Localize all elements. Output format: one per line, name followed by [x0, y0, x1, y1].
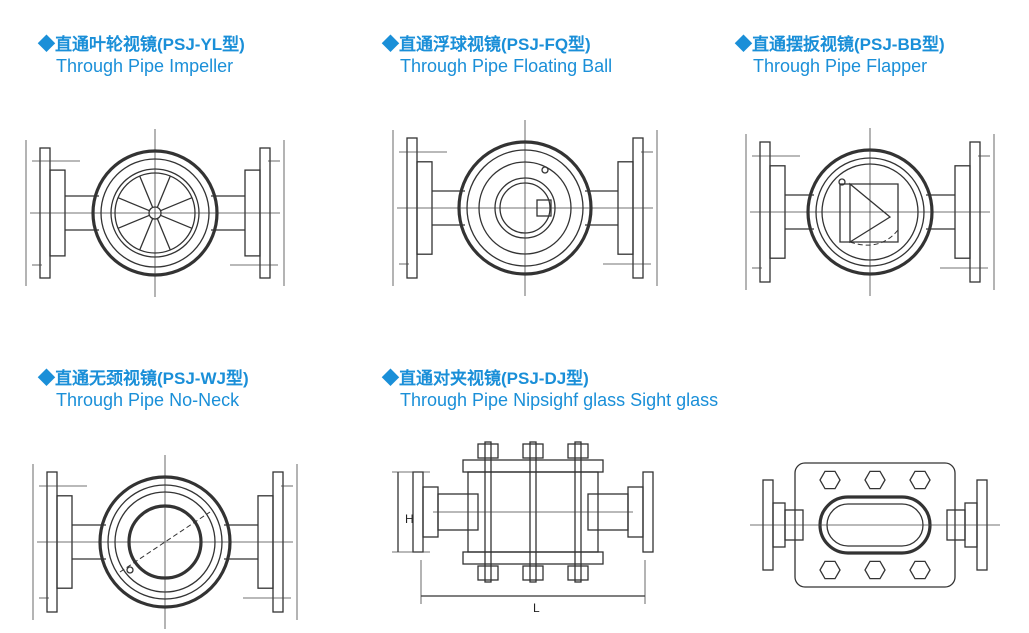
flapper — [849, 182, 892, 244]
hex-bolt — [819, 560, 841, 580]
diagonal-centerline — [119, 511, 211, 573]
hex-bolt — [819, 470, 841, 490]
glass — [494, 177, 556, 239]
window-ring — [114, 491, 216, 593]
body-ring-inner — [815, 157, 925, 267]
caption-no-neck: ◆直通无颈视镜(PSJ-WJ型) Through Pipe No-Neck — [38, 369, 249, 411]
window-ring — [821, 163, 919, 261]
floating-ball-sight-glass-drawing — [392, 120, 658, 296]
caption-en: Through Pipe Flapper — [753, 56, 928, 76]
nut — [477, 443, 499, 459]
body-ring-outer — [98, 475, 232, 609]
ball — [499, 182, 551, 234]
flange — [642, 471, 654, 553]
nut — [567, 443, 589, 459]
bottom-plate — [462, 551, 604, 565]
body-ring-inner — [100, 158, 210, 268]
impeller-blade — [160, 197, 193, 212]
glass — [127, 504, 203, 580]
top-plate — [462, 459, 604, 473]
flapper-swing-path — [849, 229, 899, 246]
impeller-sight-glass-drawing — [25, 129, 285, 297]
impeller-hub — [148, 206, 162, 220]
clamp-sight-glass-front-drawing — [750, 462, 1000, 588]
nut — [522, 443, 544, 459]
nut — [477, 565, 499, 581]
bolt — [126, 566, 134, 574]
caption-zh: ◆直通无颈视镜(PSJ-WJ型) — [38, 369, 249, 388]
caption-clamp: ◆直通对夹视镜(PSJ-DJ型) Through Pipe Nipsighf g… — [382, 369, 718, 411]
body-ring-inner — [466, 149, 584, 267]
impeller-blade — [117, 197, 150, 212]
caption-en: Through Pipe Impeller — [56, 56, 234, 76]
impeller-blade — [139, 218, 154, 251]
length-dimension-label: L — [533, 601, 540, 615]
flapper-housing — [839, 183, 899, 243]
caption-impeller: ◆直通叶轮视镜(PSJ-YL型) Through Pipe Impeller — [38, 35, 245, 77]
body-ring-outer — [91, 149, 219, 277]
clamp-sight-glass-side-drawing: H L — [392, 441, 654, 615]
caption-zh: ◆直通浮球视镜(PSJ-FQ型) — [382, 35, 591, 54]
height-dimension-label: H — [405, 512, 414, 526]
hex-bolt — [864, 560, 886, 580]
impeller-blade — [139, 175, 154, 208]
body-ring-outer — [806, 148, 934, 276]
bolt — [838, 178, 846, 186]
hex-bolt — [909, 470, 931, 490]
caption-floating-ball: ◆直通浮球视镜(PSJ-FQ型) Through Pipe Floating B… — [382, 35, 612, 77]
impeller-blade — [160, 214, 193, 229]
flapper-sight-glass-drawing — [745, 128, 995, 296]
caption-zh: ◆直通对夹视镜(PSJ-DJ型) — [382, 369, 589, 388]
flange — [412, 471, 424, 553]
body-ring-inner — [107, 484, 223, 600]
hex-bolt — [864, 470, 886, 490]
body-ring-outer — [457, 140, 593, 276]
caption-en: Through Pipe No-Neck — [56, 390, 240, 410]
impeller-blade — [156, 218, 171, 251]
impeller-rim — [114, 172, 196, 254]
caption-zh: ◆直通摆扳视镜(PSJ-BB型) — [735, 35, 945, 54]
hex-bolt — [909, 560, 931, 580]
caption-en: Through Pipe Nipsighf glass Sight glass — [400, 390, 719, 410]
ball-cage — [536, 199, 552, 217]
impeller-blade — [117, 214, 150, 229]
no-neck-sight-glass-drawing — [32, 455, 298, 629]
nut — [522, 565, 544, 581]
window-ring — [110, 168, 200, 258]
caption-flapper: ◆直通摆扳视镜(PSJ-BB型) Through Pipe Flapper — [735, 35, 945, 77]
caption-zh: ◆直通叶轮视镜(PSJ-YL型) — [38, 35, 245, 54]
impeller-blade — [156, 175, 171, 208]
bolt — [541, 166, 549, 174]
caption-en: Through Pipe Floating Ball — [400, 56, 613, 76]
nut — [567, 565, 589, 581]
window-ring — [478, 161, 572, 255]
